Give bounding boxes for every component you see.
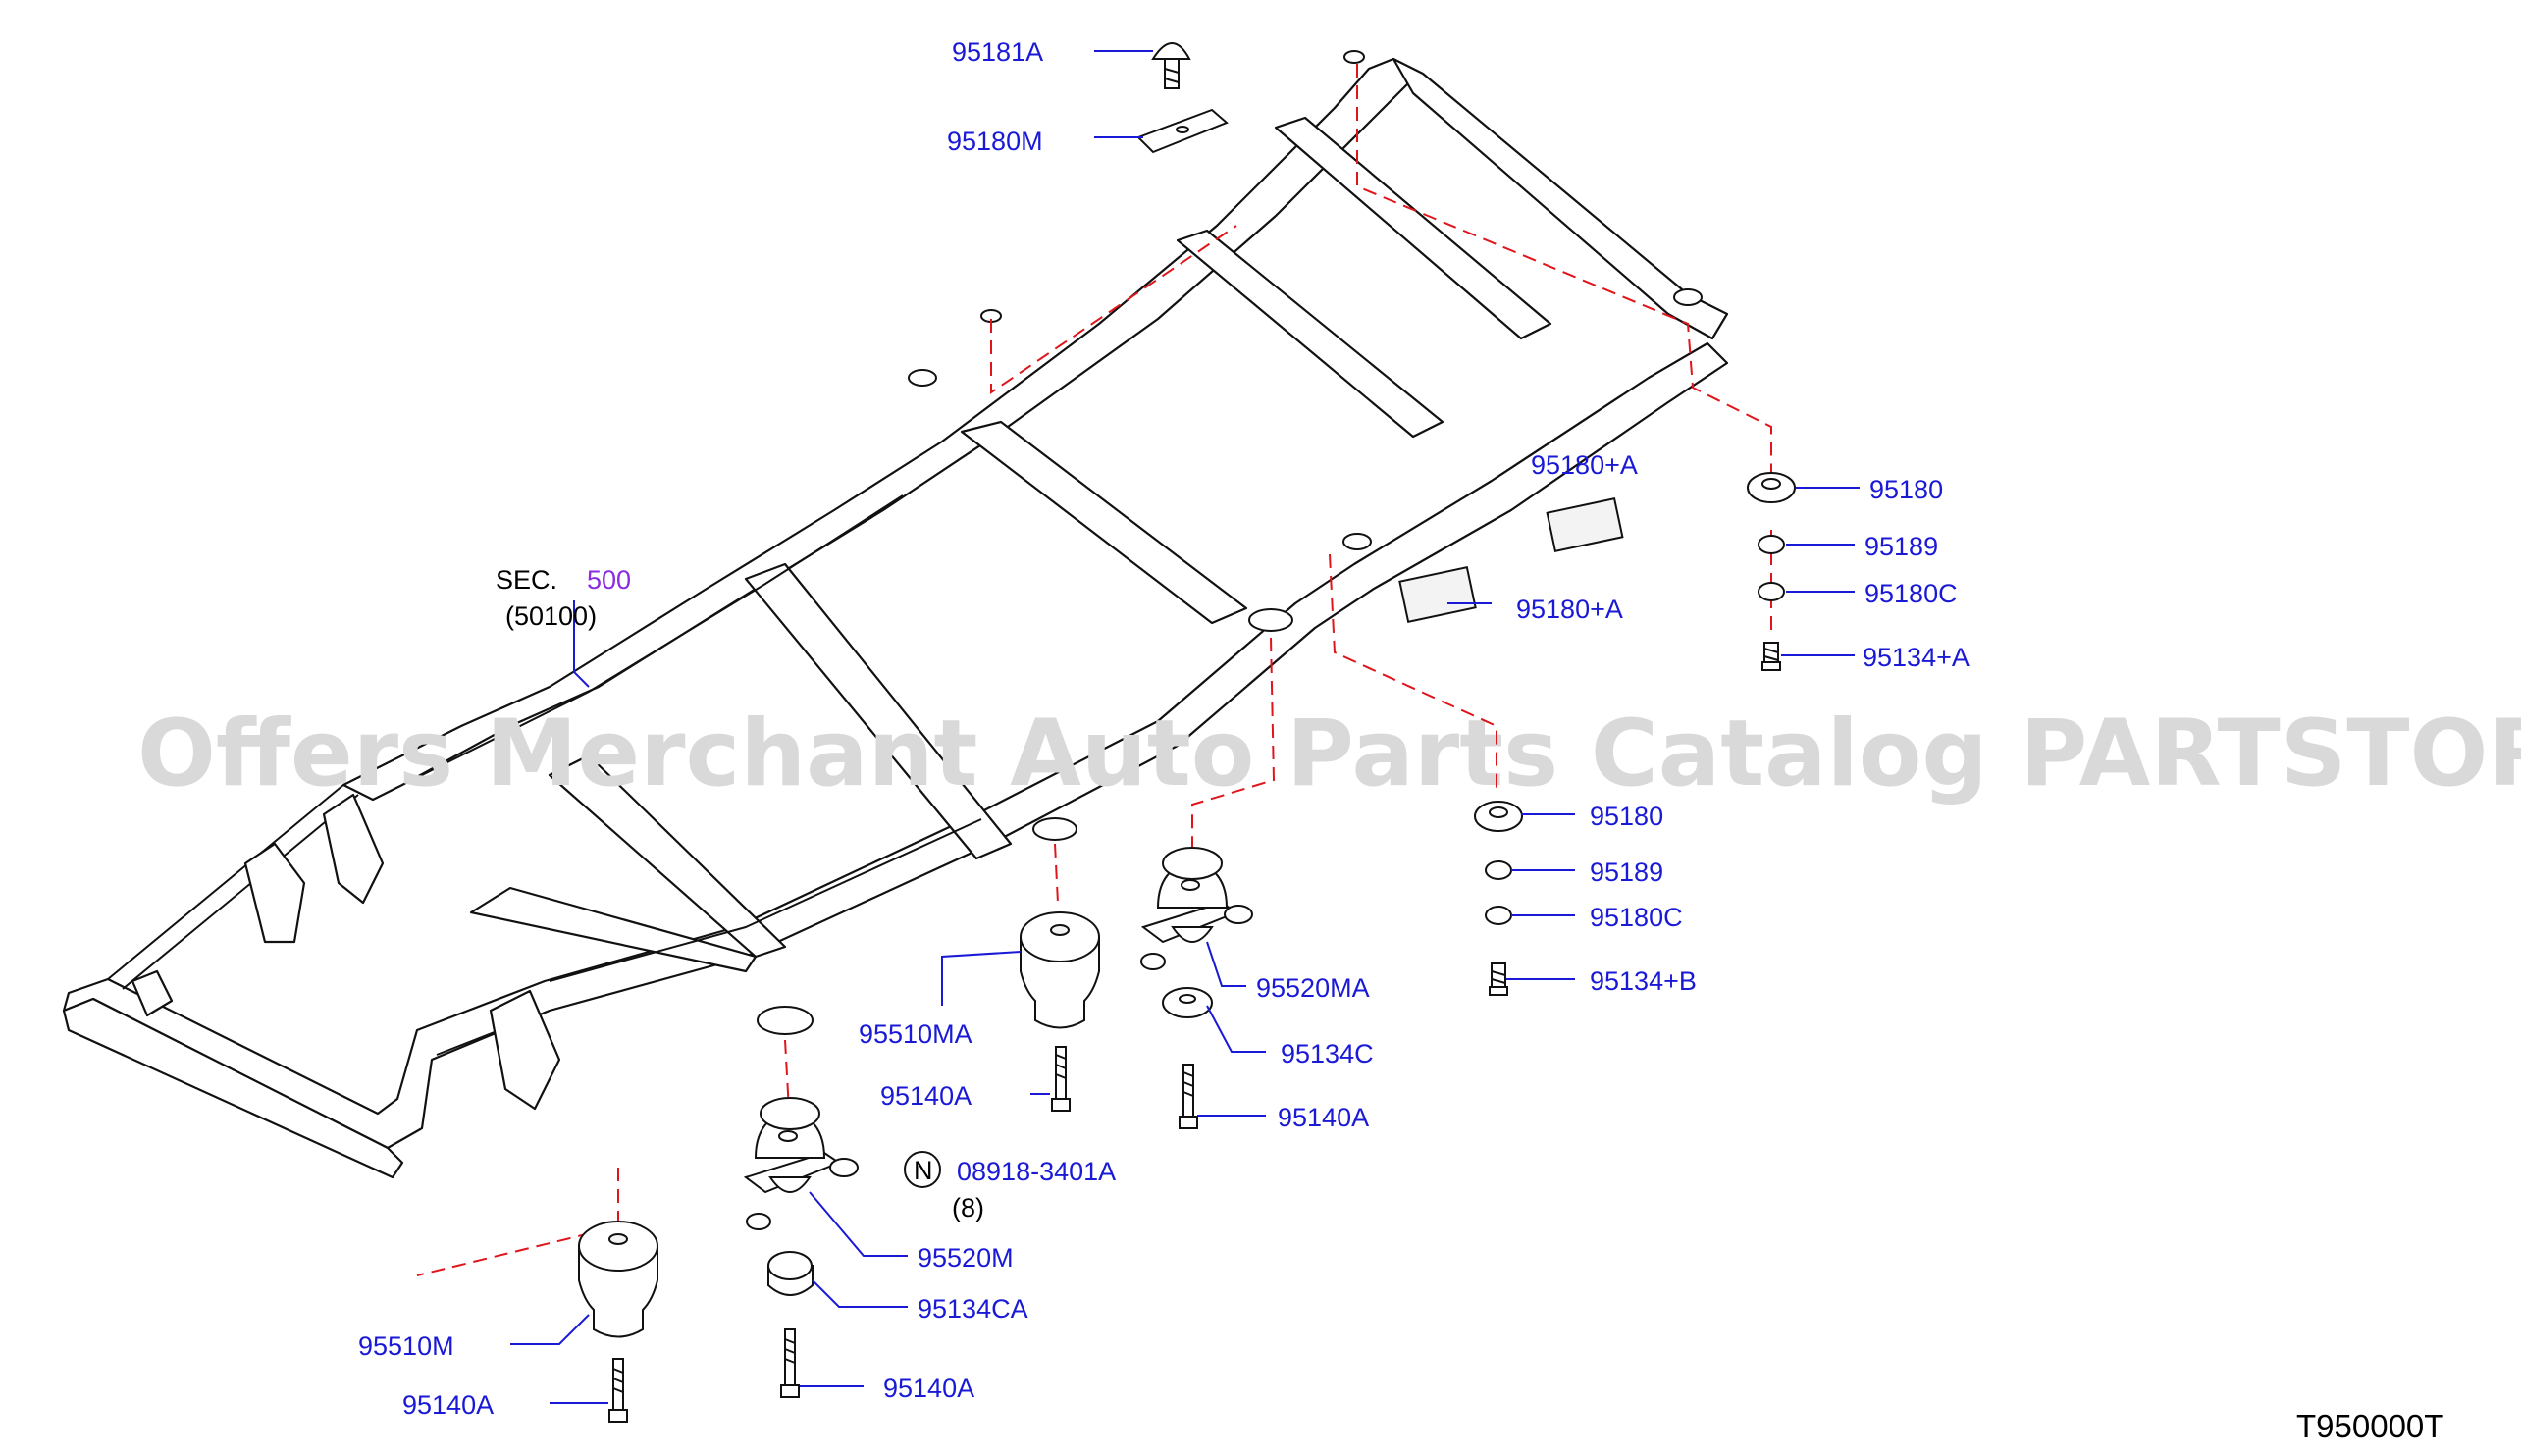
centerlines [416,64,1772,1276]
bolt-95134b-icon[interactable] [1489,962,1508,996]
mount-95520ma-icon[interactable] [1140,847,1253,970]
mount-stack-middle [1474,801,1523,996]
notice-symbol [904,1151,941,1188]
label-95180c-right[interactable]: 95180C [1864,579,1958,608]
bolt-95134a-icon[interactable] [1761,642,1781,671]
label-95180m[interactable]: 95180M [947,127,1043,156]
label-95510m[interactable]: 95510M [358,1331,454,1361]
bolt-95140a-4-icon[interactable] [608,1358,628,1423]
washer-95189-icon[interactable] [1758,535,1785,554]
label-95180a-2[interactable]: 95180+A [1516,595,1623,624]
label-95140a-1[interactable]: 95140A [880,1081,972,1111]
pad-95180m-icon[interactable] [1136,108,1229,154]
bolt-95140a-1-icon[interactable] [1051,1046,1071,1112]
diagram-code: T950000T [2296,1408,2443,1444]
label-notice-part[interactable]: 08918-3401A [957,1157,1116,1186]
label-95180c-middle[interactable]: 95180C [1590,903,1683,932]
label-95180-right[interactable]: 95180 [1869,475,1943,504]
label-95140a-2[interactable]: 95140A [1278,1103,1369,1132]
label-95189-middle[interactable]: 95189 [1590,858,1663,887]
mount-95520m-icon[interactable] [743,1097,859,1230]
bolt-95140a-3-icon[interactable] [780,1328,800,1398]
label-notice-qty: (8) [952,1193,984,1222]
chassis-frame [62,50,1729,1179]
leader-lines [510,50,1860,1404]
washer-95180c-middle-icon[interactable] [1485,906,1512,925]
label-95181a[interactable]: 95181A [952,37,1043,67]
washer-95189-middle-icon[interactable] [1485,860,1512,880]
bushing-95510ma-icon[interactable] [1020,911,1100,1029]
clip-95181a-icon[interactable] [1151,42,1191,89]
mount-stack-right [1747,472,1796,671]
label-95520ma[interactable]: 95520MA [1256,973,1370,1003]
notice-symbol-letter: N [914,1156,933,1185]
bushing-95510m-icon[interactable] [578,1221,658,1338]
label-95134a[interactable]: 95134+A [1863,643,1970,672]
label-95180-middle[interactable]: 95180 [1590,802,1663,831]
pad-95180a-2-icon[interactable] [1398,565,1477,624]
washer-95180c-icon[interactable] [1758,582,1785,601]
label-95180a-1[interactable]: 95180+A [1531,450,1638,480]
section-prefix: SEC. [496,565,557,595]
pad-95180a-1-icon[interactable] [1546,496,1624,553]
section-number-link[interactable]: 500 [587,565,631,595]
label-95134b[interactable]: 95134+B [1590,966,1697,996]
label-95520m[interactable]: 95520M [918,1243,1014,1273]
label-95134c[interactable]: 95134C [1281,1039,1374,1068]
label-95140a-4[interactable]: 95140A [402,1390,494,1420]
section-code: (50100) [505,601,597,631]
watermark-text: Offers Merchant Auto Parts Catalog PARTS… [137,701,2521,807]
bolt-95140a-2-icon[interactable] [1179,1064,1198,1129]
spacer-95134ca-icon[interactable] [767,1251,814,1296]
label-95140a-3[interactable]: 95140A [883,1374,974,1403]
label-95134ca[interactable]: 95134CA [918,1294,1028,1324]
label-95510ma[interactable]: 95510MA [859,1019,972,1049]
label-95189-right[interactable]: 95189 [1864,532,1938,561]
